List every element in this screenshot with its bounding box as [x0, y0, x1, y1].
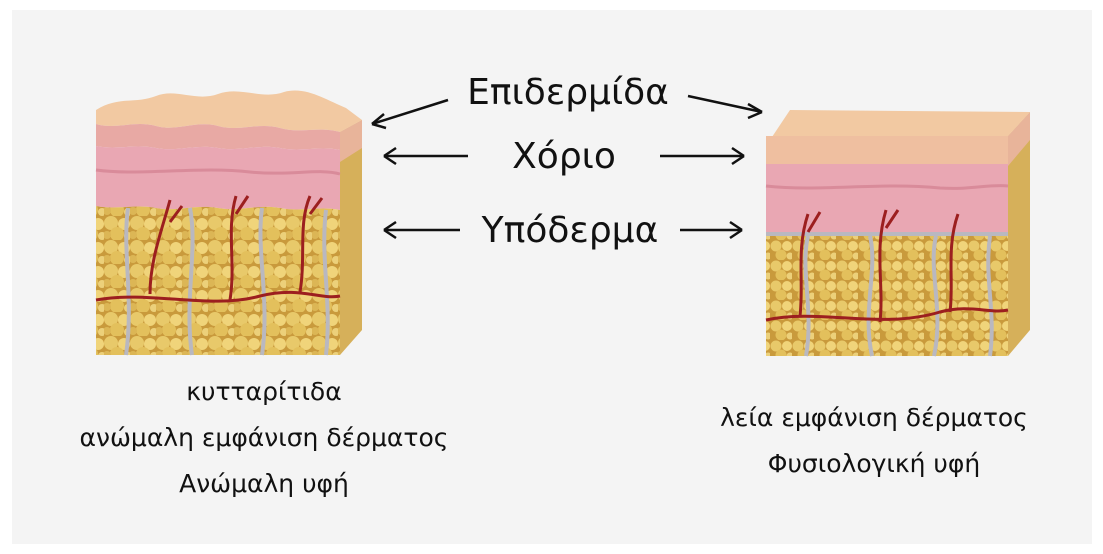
right-dermis-front [766, 164, 1008, 234]
arrow-epidermis-right [688, 96, 762, 112]
arrow-epidermis-left [372, 100, 448, 124]
cellulite-skin-block [96, 91, 362, 355]
left-dermis-front [96, 146, 340, 210]
normal-caption: λεία εμφάνιση δέρματος Φυσιολογική υφή [720, 403, 1028, 478]
right-epidermis-front [766, 136, 1008, 164]
normal-skin-block [766, 110, 1030, 356]
caption-cellulite: κυτταρίτιδα [186, 377, 341, 406]
label-epidermis: Επιδερμίδα [467, 72, 669, 113]
caption-uneven-texture: Ανώμαλη υφή [179, 469, 349, 498]
label-dermis: Χόριο [512, 136, 616, 177]
label-hypodermis: Υπόδερμα [481, 210, 659, 251]
cellulite-caption: κυτταρίτιδα ανώμαλη εμφάνιση δέρματος Αν… [80, 377, 449, 498]
caption-normal-texture: Φυσιολογική υφή [768, 449, 980, 478]
caption-smooth-appearance: λεία εμφάνιση δέρματος [720, 403, 1028, 432]
caption-uneven-appearance: ανώμαλη εμφάνιση δέρματος [80, 423, 449, 452]
